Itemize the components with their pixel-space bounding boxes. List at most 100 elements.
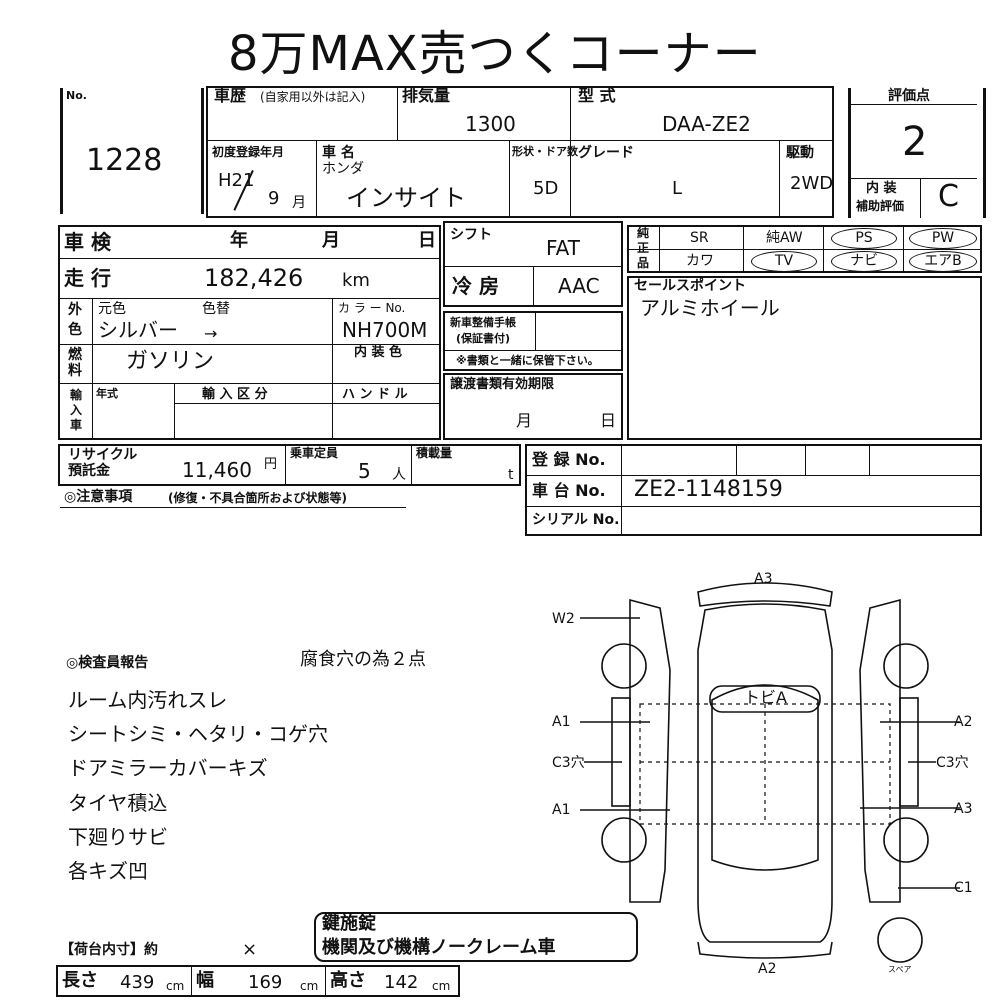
car-maker: ホンダ [322,161,364,177]
body-value: 5D [533,178,559,199]
diagram-w2-label: W2 [552,611,575,627]
sales-point-box [627,276,982,440]
inspector-line: ルーム内汚れスレ [68,688,228,712]
equip-ps: PS [855,230,873,246]
equip-tv: TV [774,253,794,269]
length-unit: cm [166,979,185,993]
inspector-line: ドアミラーカバーキズ [68,756,268,780]
displacement-label: 排気量 [402,86,451,105]
load-unit: t [508,467,514,483]
cargo-label: 【荷台内寸】約 [60,942,158,958]
color-change-value: → [204,324,218,343]
score-box [848,88,986,218]
lot-no-label: No. [66,89,87,102]
mileage-unit: km [342,270,370,291]
color-label-2: 色 [68,322,82,338]
key-notice-box [314,912,638,962]
recycle-label-2: 預託金 [68,463,110,479]
equipment-label-bot: 品 [637,256,650,270]
inspector-line: 各キズ凹 [68,859,148,883]
color-code-label: カ ラ ー No. [338,301,406,315]
drive-label: 駆動 [786,145,814,161]
key-notice-line-2: 機関及び機構ノークレーム車 [322,937,556,958]
first-reg-month-unit: 月 [292,195,306,211]
aircon-value: AAC [558,274,600,298]
equip-sr: SR [690,230,709,246]
inspector-line: シートシミ・ヘタリ・コゲ穴 [68,722,328,746]
inspector-label: ◎検査員報告 [66,655,149,671]
shift-label: シフト [450,227,492,243]
new-car-manual-label-2: (保証書付) [456,332,511,345]
history-label: 車歴 [214,86,247,105]
key-notice-line-1: 鍵施錠 [322,913,376,934]
interior-score-label-2: 補助評価 [856,199,905,213]
equip-airbag: エアB [924,253,962,269]
grade-label: グレード [578,145,634,161]
car-name: インサイト [346,184,466,212]
diagram-top-label: A3 [754,571,773,587]
shaken-label: 車 検 [64,230,111,254]
equip-pw-circle: PW [909,228,977,249]
recycle-box [58,444,521,486]
shaken-year: 年 [230,230,248,251]
equip-ps-circle: PS [831,228,897,249]
equip-airbag-circle: エアB [909,251,977,272]
height-value: 142 [384,972,419,993]
displacement-value: 1300 [465,112,516,136]
inspector-line: 下廻りサビ [68,825,168,849]
transfer-docs-label: 譲渡書類有効期限 [450,377,555,392]
color-orig-value: シルバー [98,318,178,342]
equip-navi-circle: ナビ [831,251,897,272]
diagram-left-label: C3穴 [552,755,585,771]
import-label-2: 入 [70,403,83,417]
sales-point-label: セールスポイント [634,278,746,294]
lot-box [60,88,204,214]
model-value: DAA-ZE2 [662,112,751,136]
registration-box [525,444,982,536]
body-label: 形状・ドア数 [512,145,578,158]
new-car-manual-box [443,311,623,371]
equipment-label-top: 純 [637,226,650,240]
import-label-3: 車 [70,418,83,432]
history-note: (自家用以外は記入) [260,90,366,104]
diagram-left-label: A1 [552,802,571,818]
diagram-right-label: A3 [954,801,973,817]
diagram-roof-label: トビA [744,688,787,707]
diagram-bottom-label: A2 [758,961,777,977]
shift-value: FAT [546,236,581,260]
chassis-label: 車 台 No. [532,481,606,500]
shaken-day: 日 [418,230,436,251]
inspector-top-note: 腐食穴の為２点 [300,649,426,670]
equip-tv-circle: TV [751,251,817,272]
length-value: 439 [120,972,155,993]
recycle-unit: 円 [264,457,278,472]
import-label-1: 輸 [70,388,83,402]
transfer-docs-box [443,373,623,440]
import-handle-label: ハ ン ド ル [342,387,408,402]
width-value: 169 [248,972,283,993]
inspector-line: タイヤ積込 [68,791,168,815]
page-title: 8万MAX売つくコーナー [228,26,762,82]
color-code-value: NH700M [342,318,428,342]
dimensions-box [56,965,460,997]
color-change-label: 色替 [202,301,230,317]
length-label: 長さ [62,970,98,991]
aircon-label: 冷 房 [452,274,499,298]
mileage-label: 走 行 [64,266,111,290]
capacity-unit: 人 [392,467,406,483]
diagram-left-label: A1 [552,714,571,730]
new-car-manual-label-1: 新車整備手帳 [450,316,516,329]
equip-aw: 純AW [766,230,803,246]
chassis-value: ZE2-1148159 [634,477,783,502]
diagram-spare-label: スペア [888,965,912,974]
car-name-label: 車 名 [322,145,355,161]
transfer-docs-day: 日 [600,411,617,430]
keep-note: ※書類と一緒に保管下さい。 [456,354,599,367]
color-label-1: 外 [68,302,82,318]
car-damage-diagram [580,582,960,963]
first-reg-month: 9 [268,188,280,209]
score-label: 評価点 [888,88,930,104]
equipment-label-mid: 正 [637,241,650,255]
drive-value: 2WD [790,173,834,194]
equip-leather: カワ [686,253,714,269]
